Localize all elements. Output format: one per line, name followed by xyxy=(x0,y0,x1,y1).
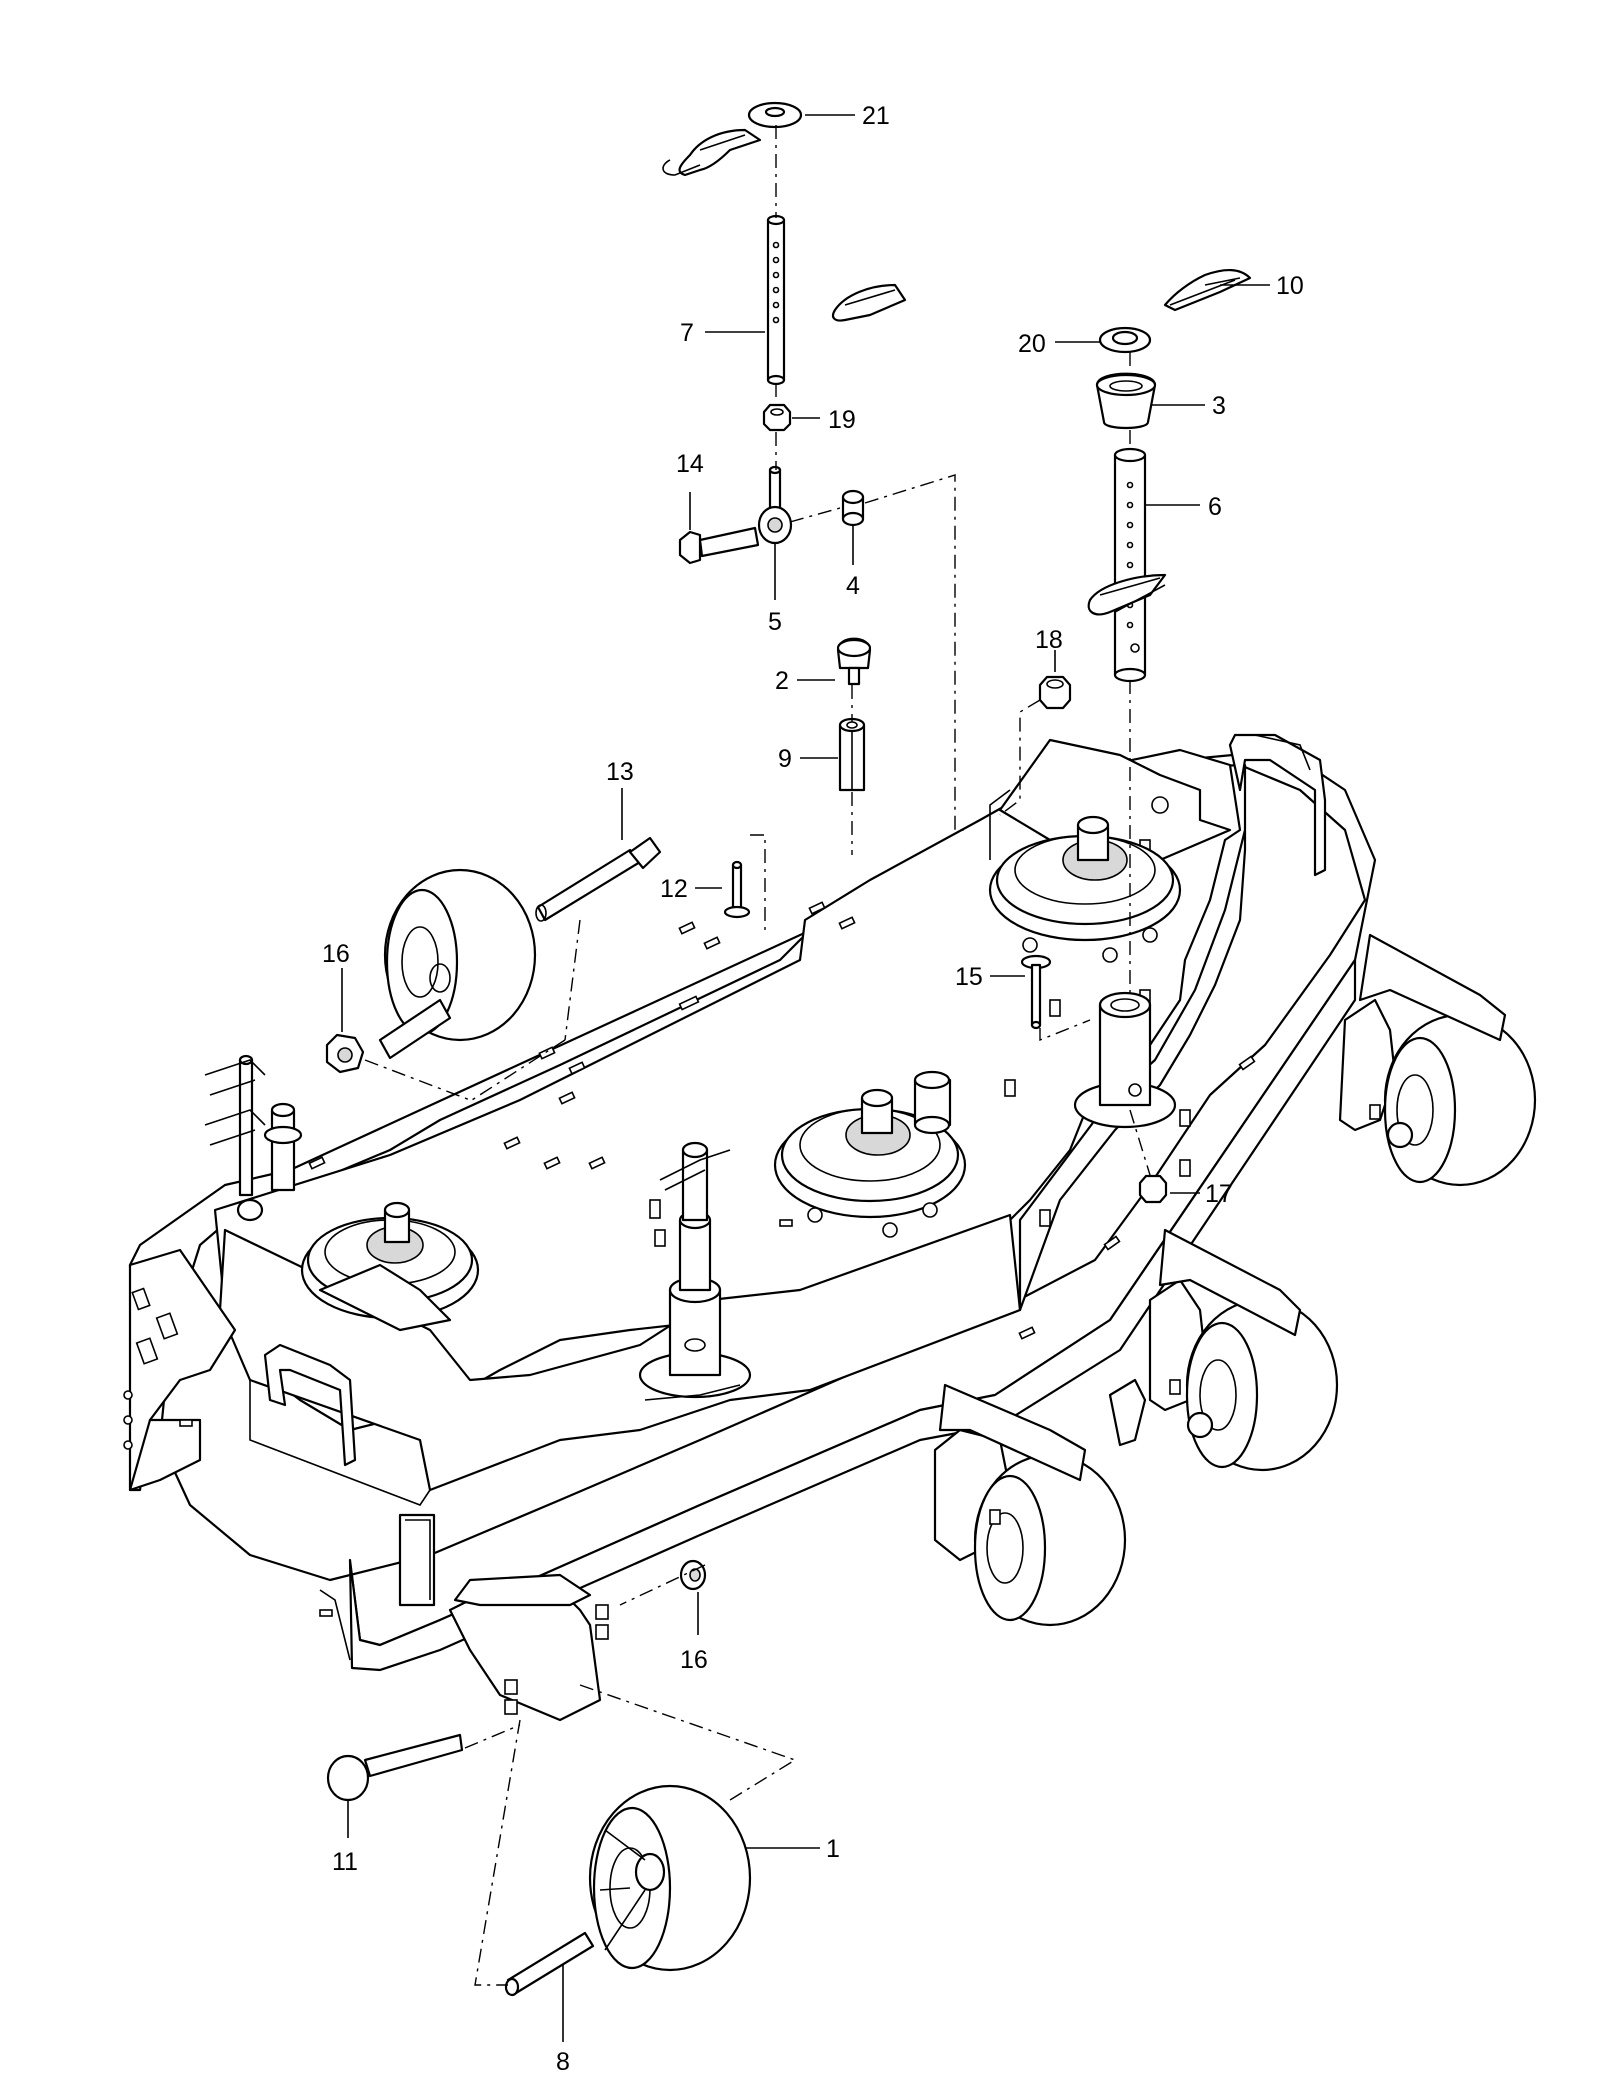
spacer-bushing-deck xyxy=(913,1070,952,1135)
part-8-axle xyxy=(504,1931,595,1997)
part-4-spacer xyxy=(841,489,865,527)
assembly-centerlines xyxy=(364,125,1151,1986)
part-2-knob xyxy=(836,637,872,686)
callout-11: 11 xyxy=(332,1848,358,1876)
hairpin-clip-mid xyxy=(831,283,907,322)
spindle-pulley-center xyxy=(773,1088,967,1238)
part-1-wheel xyxy=(588,1784,752,1972)
callout-13: 13 xyxy=(606,758,634,786)
callout-3: 3 xyxy=(1212,392,1226,420)
callout-6: 6 xyxy=(1208,493,1222,521)
part-12-bolt xyxy=(723,860,751,919)
mower-deck-housing xyxy=(123,733,1377,1672)
callout-4: 4 xyxy=(846,572,860,600)
anti-scalp-wheel-right-rear xyxy=(1338,933,1537,1187)
part-10-hairpin xyxy=(1163,269,1252,312)
callout-17: 17 xyxy=(1205,1180,1233,1208)
callout-18: 18 xyxy=(1035,626,1063,654)
part-6-pin xyxy=(1113,447,1147,683)
part-19-nut xyxy=(762,403,792,432)
deck-slots xyxy=(179,901,1256,1617)
callout-21: 21 xyxy=(862,102,890,130)
callout-labels: 21 10 7 20 3 19 14 6 4 5 18 2 9 13 12 16… xyxy=(322,102,1304,2076)
part-20-washer xyxy=(1098,326,1152,354)
callout-8: 8 xyxy=(556,2048,570,2076)
height-adjust-collar-rear xyxy=(1073,991,1177,1129)
part-5-rod-end xyxy=(757,465,793,545)
part-7-pin xyxy=(766,214,786,386)
part-18-nut xyxy=(1038,675,1072,710)
height-pin-left xyxy=(204,1054,303,1222)
anti-scalp-wheel-left-rear xyxy=(378,868,537,1060)
callout-7: 7 xyxy=(680,319,694,347)
front-wheel-bracket xyxy=(319,1573,609,1722)
callout-20: 20 xyxy=(1018,330,1046,358)
callout-1: 1 xyxy=(826,1835,840,1863)
part-16-nut-upper xyxy=(325,1033,365,1074)
callout-19: 19 xyxy=(828,406,856,434)
callout-15: 15 xyxy=(955,963,983,991)
part-15-bolt xyxy=(1020,954,1052,1030)
callout-16-upper: 16 xyxy=(322,940,350,968)
callout-leaders xyxy=(341,114,1270,2042)
height-adjust-collar-front xyxy=(638,1141,752,1401)
part-11-carriage-bolt xyxy=(326,1733,464,1802)
part-14-bolt xyxy=(678,526,760,565)
spindle-pulley-left xyxy=(300,1201,480,1332)
callout-2: 2 xyxy=(775,667,789,695)
part-17-nut xyxy=(1138,1174,1168,1204)
callout-5: 5 xyxy=(768,608,782,636)
part-3-bushing xyxy=(1095,372,1157,430)
part-9-standoff xyxy=(838,717,866,792)
hairpin-clip-top xyxy=(662,128,762,177)
spindle-pulley-rear xyxy=(988,815,1182,963)
callout-14: 14 xyxy=(676,450,704,478)
hairpin-clip-pin6 xyxy=(1087,573,1167,616)
callout-10: 10 xyxy=(1276,272,1304,300)
part-21-washer xyxy=(747,101,803,129)
callout-9: 9 xyxy=(778,745,792,773)
anti-scalp-wheel-right-front xyxy=(1108,1228,1339,1472)
callout-12: 12 xyxy=(660,875,688,903)
callout-16-lower: 16 xyxy=(680,1646,708,1674)
part-13-bolt xyxy=(535,836,662,922)
anti-scalp-wheel-front-center xyxy=(933,1383,1127,1627)
